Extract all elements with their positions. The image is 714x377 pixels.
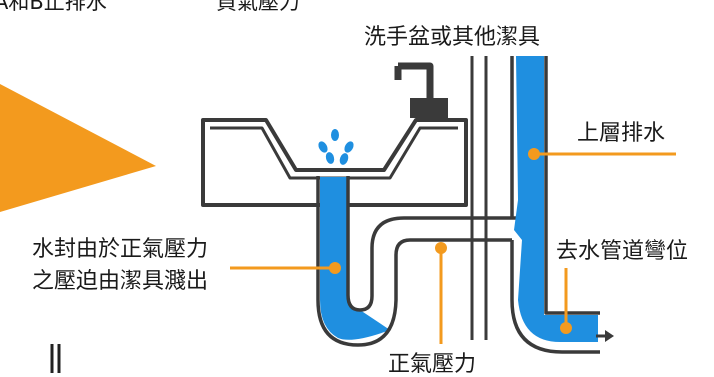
label-basin: 洗手盆或其他潔具 [364,25,540,50]
orange-wedge-shape [0,84,156,212]
stack-outline-right [544,56,600,315]
basin-outer [201,118,468,207]
trap-outline [316,176,512,347]
label-positive-pressure: 正氣壓力 [388,352,476,373]
faucet-icon [394,62,434,98]
dot-upper-drain [528,148,540,160]
splash-icon [318,129,354,165]
faucet-base [410,98,448,118]
arrow-right-icon [596,330,614,342]
stack-water [514,56,598,342]
stack-outline-left [510,56,600,354]
cropped-label-left: A和B止排水 [0,0,107,14]
trap-water [320,177,390,340]
label-upper-drain: 上層排水 [577,121,665,146]
dot-pressure [435,242,447,254]
cropped-label-center: 負氣壓力 [216,0,300,14]
dot-bend [560,322,572,334]
label-seal-line2: 之壓迫由潔具濺出 [32,269,208,294]
dot-seal [329,262,341,274]
trap-outline-inner [346,176,522,312]
label-seal-line1: 水封由於正氣壓力 [32,237,208,262]
label-bend: 去水管道彎位 [556,239,688,264]
